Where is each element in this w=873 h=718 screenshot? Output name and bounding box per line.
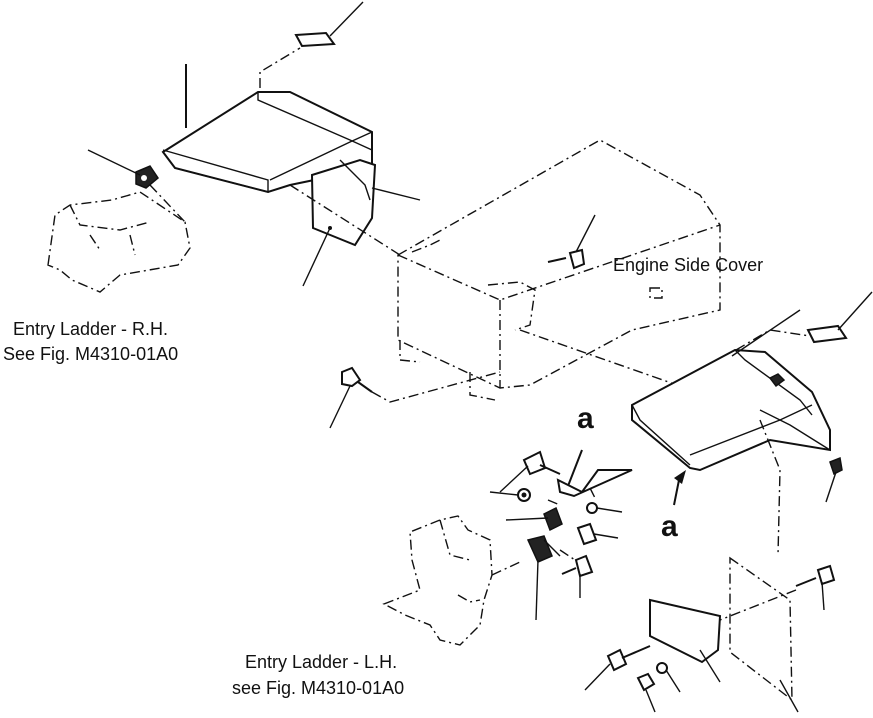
rh-ladder-bracket — [87, 149, 159, 189]
fastener-cluster — [489, 450, 633, 621]
engine-cover-bolt — [547, 214, 596, 270]
leader-line — [329, 1, 364, 37]
callout-a-upper: a — [577, 402, 594, 435]
leader-line — [837, 291, 873, 331]
leader-line — [731, 309, 801, 357]
lh-entry-ladder-phantom — [382, 515, 493, 646]
callout-arrow — [567, 449, 583, 487]
engine-side-cover-phantom — [397, 139, 721, 389]
entry-ladder-rh-reference: See Fig. M4310-01A0 — [3, 344, 179, 364]
entry-ladder-lh-reference: see Fig. M4310-01A0 — [232, 678, 405, 698]
engine-side-cover-label: Engine Side Cover — [613, 255, 764, 275]
lower-right-plates — [584, 556, 836, 713]
lower-left-bolt — [329, 366, 501, 429]
rh-entry-ladder-phantom — [47, 191, 191, 293]
rh-small-screw — [825, 456, 843, 503]
entry-ladder-rh-label: Entry Ladder - R.H. — [13, 319, 169, 339]
callout-a-lower: a — [661, 510, 678, 543]
entry-ladder-lh-label: Entry Ladder - L.H. — [245, 652, 398, 672]
leader-line — [302, 227, 331, 287]
rh-step-cover — [161, 31, 377, 247]
lh-step-cover — [631, 324, 848, 472]
leader-line — [371, 187, 421, 201]
